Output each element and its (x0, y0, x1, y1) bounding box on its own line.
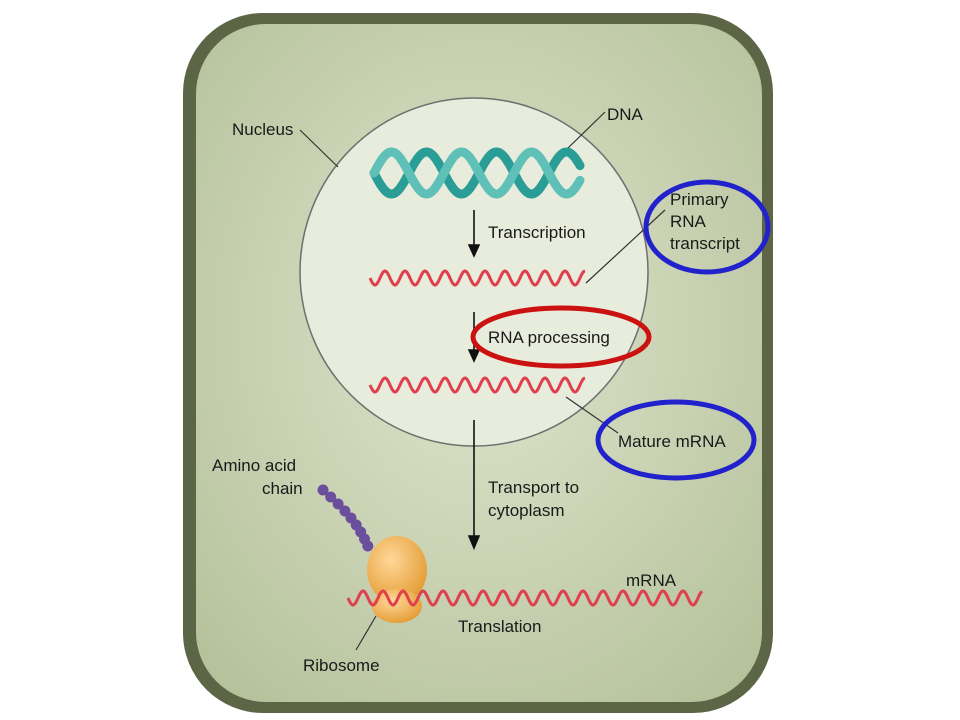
primary-rna-transcript-highlight (643, 179, 771, 275)
primary-rna-transcript-line-3: transcript (670, 234, 740, 253)
ribosome-small-subunit (372, 589, 422, 623)
primary-rna-transcript-line-1: Primary (670, 190, 729, 209)
amino-acid-bead (325, 491, 337, 503)
rna-processing-label: RNA processing (488, 328, 610, 347)
mature-mrna-highlight (595, 399, 757, 481)
primary-rna-strand (368, 269, 586, 287)
dna-helix (369, 147, 585, 199)
amino-acid-chain (317, 484, 374, 552)
amino-acid-chain-line-2: chain (262, 479, 303, 498)
transport-to-cytoplasm-label: Transport to cytoplasm (488, 478, 584, 520)
ribosome-large-subunit (367, 536, 427, 604)
leader-lines (299, 111, 666, 651)
cytoplasmic-mrna-strand (346, 589, 704, 607)
amino-acid-chain-line-1: Amino acid (212, 456, 296, 475)
amino-acid-bead (317, 484, 329, 496)
nucleus-label: Nucleus (232, 120, 293, 139)
primary-rna-transcript-label: Primary RNA transcript (670, 190, 740, 253)
amino-acid-bead (332, 498, 344, 510)
transport-line-2: cytoplasm (488, 501, 565, 520)
translation-label: Translation (458, 617, 541, 636)
rna-processing-highlight (470, 305, 652, 369)
nucleus-envelope (299, 97, 649, 447)
ribosome-label: Ribosome (303, 656, 380, 675)
dna-label: DNA (607, 105, 644, 124)
amino-acid-chain-label: Amino acid chain (212, 456, 303, 498)
transcription-label: Transcription (488, 223, 586, 242)
primary-rna-transcript-line-2: RNA (670, 212, 707, 231)
mrna-label: mRNA (626, 571, 677, 590)
amino-acid-bead (362, 540, 374, 552)
mature-mrna-strand (368, 376, 586, 394)
transport-line-1: Transport to (488, 478, 579, 497)
mature-mrna-label: Mature mRNA (618, 432, 726, 451)
